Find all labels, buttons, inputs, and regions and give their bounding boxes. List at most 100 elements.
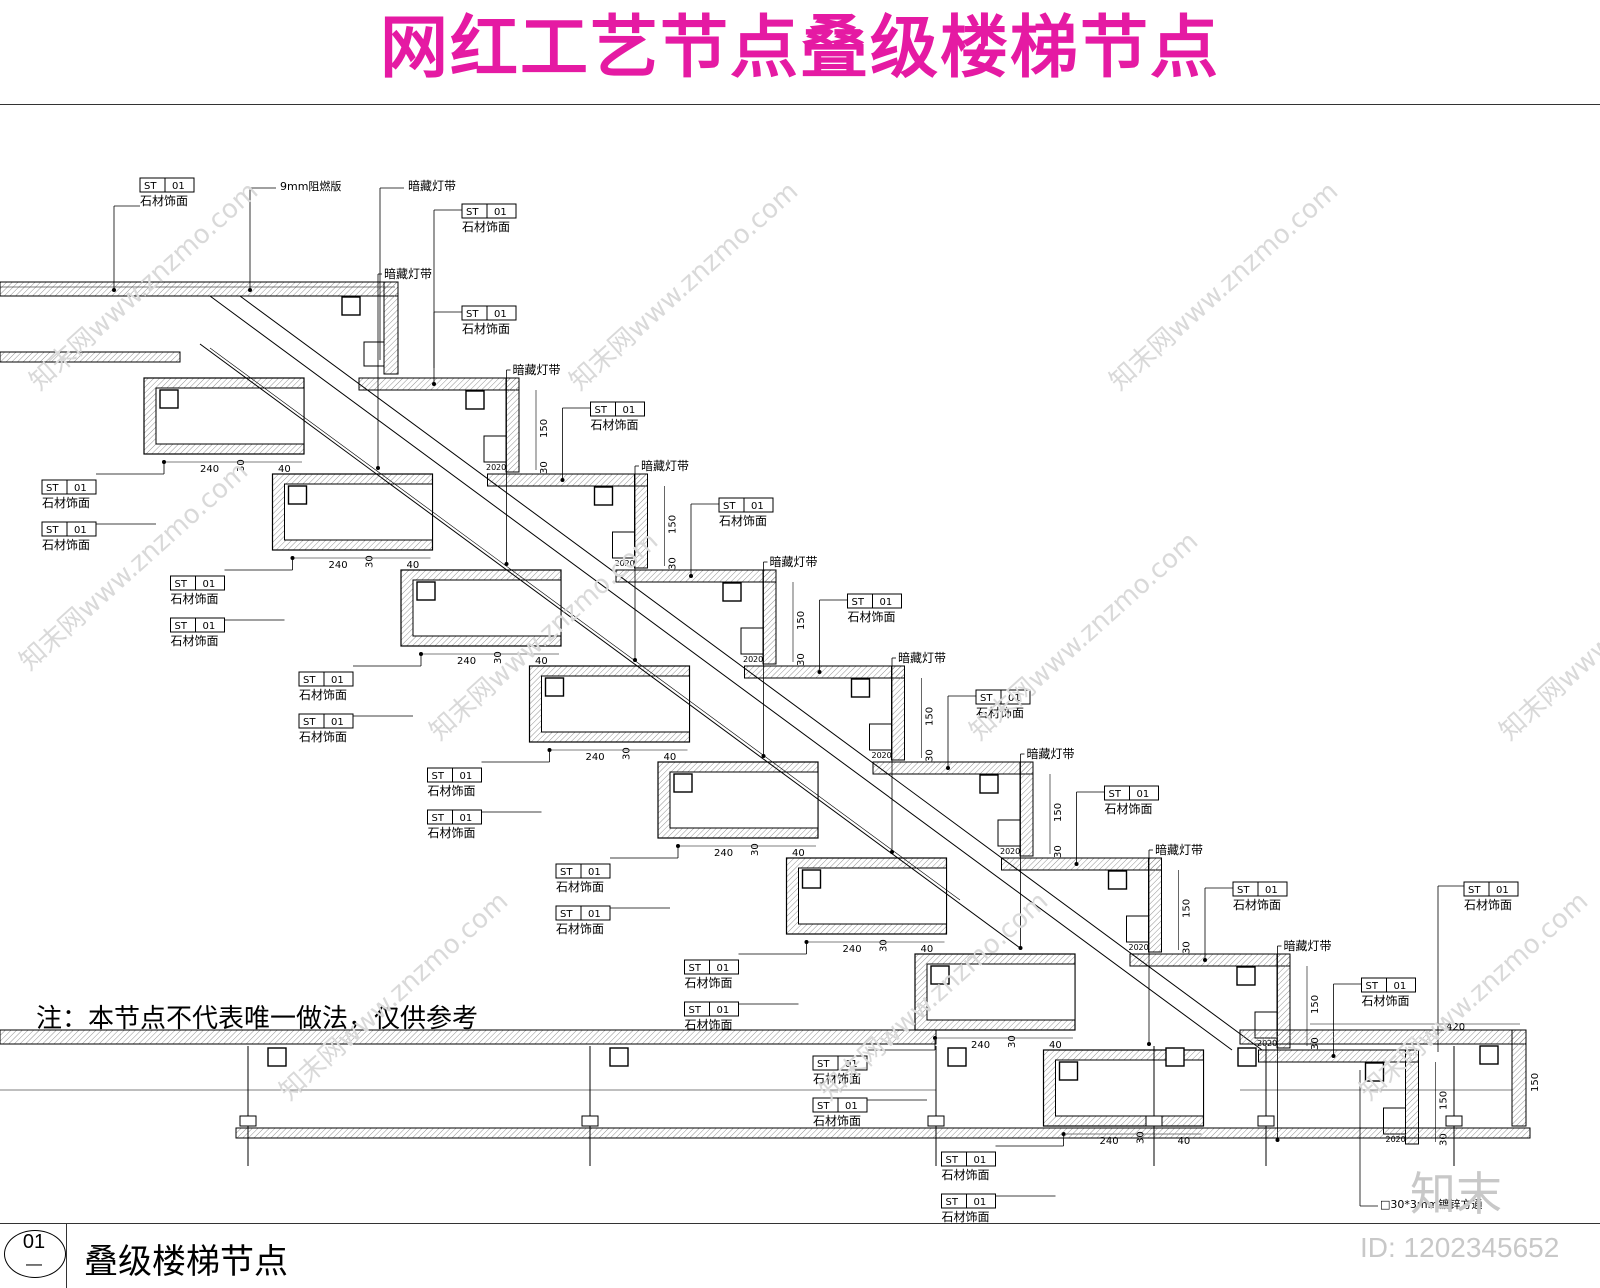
- tread-void: [412, 579, 562, 637]
- tread-top-face: [1001, 857, 1162, 871]
- dim-30: 30: [796, 653, 807, 666]
- stringer-edge: [239, 295, 1263, 1051]
- finish-label: 石材饰面: [428, 784, 476, 798]
- st-tag-box: [427, 767, 482, 783]
- dim-20: 20: [882, 751, 892, 760]
- dim-30: 30: [236, 459, 247, 472]
- dim-40: 40: [664, 752, 677, 763]
- st-tag-number: 01: [845, 1059, 858, 1070]
- st-tag-code: ST: [46, 525, 59, 536]
- dim-150: 150: [925, 707, 936, 726]
- leader-dot: [817, 670, 822, 674]
- stringer-edge: [199, 343, 1021, 949]
- st-tag-code: ST: [560, 909, 573, 920]
- floor-slab: [0, 1029, 937, 1045]
- riser: [1276, 953, 1291, 1049]
- drawing-number: 01: [22, 1231, 46, 1253]
- st-tag-number: 01: [717, 963, 730, 974]
- dim-30: 30: [1439, 1133, 1450, 1146]
- dim-150: 150: [539, 419, 550, 438]
- st-tag-number: 01: [1394, 981, 1407, 992]
- led-slot: [997, 819, 1021, 847]
- dim-150: 150: [1053, 803, 1064, 822]
- finish-label: 石材饰面: [813, 1114, 861, 1128]
- bolt-bracket: [581, 1115, 599, 1127]
- steel-tube-section: [722, 582, 742, 602]
- steel-tube-section: [465, 390, 485, 410]
- dim-30: 30: [493, 651, 504, 664]
- finish-label: 石材饰面: [1464, 898, 1512, 912]
- dim-30: 30: [1136, 1131, 1147, 1144]
- st-tag-box: [170, 575, 225, 591]
- finish-label: 石材饰面: [140, 194, 188, 208]
- riser: [891, 665, 905, 761]
- dim-240: 240: [457, 656, 476, 667]
- dim-30: 30: [1053, 845, 1064, 858]
- finish-label: 石材饰面: [42, 538, 90, 552]
- steel-tube-section: [801, 869, 822, 889]
- leader-dot: [946, 766, 950, 770]
- led-strip-label: 暗藏灯带: [1155, 842, 1203, 857]
- led-strip-label: 暗藏灯带: [384, 266, 432, 281]
- steel-tube-section: [287, 485, 308, 505]
- st-tag-box: [975, 689, 1031, 705]
- steel-tube-section: [159, 389, 179, 409]
- st-tag-box: [555, 863, 611, 879]
- led-strip-label: 暗藏灯带: [1284, 938, 1332, 953]
- st-tag-number: 01: [203, 579, 216, 590]
- st-tag-code: ST: [817, 1101, 830, 1112]
- leader-dot: [1018, 946, 1023, 950]
- led-slot: [1126, 915, 1149, 943]
- steel-tube-section: [930, 965, 950, 985]
- leader-dot: [804, 940, 809, 944]
- st-tag-number: 01: [845, 1101, 858, 1112]
- leader-dot: [112, 288, 116, 292]
- dim-240: 240: [714, 848, 733, 859]
- finish-label: 石材饰面: [1105, 802, 1153, 816]
- st-tag-number: 01: [74, 483, 87, 494]
- tread-top-face: [615, 569, 777, 583]
- st-tag-code: ST: [303, 717, 316, 728]
- tread-void: [541, 675, 690, 733]
- leader-dot: [248, 288, 252, 292]
- steel-tube-section: [1237, 1047, 1257, 1067]
- dim-20: 20: [615, 559, 625, 568]
- led-strip-label: 暗藏灯带: [408, 178, 456, 193]
- finish-label: 石材饰面: [813, 1072, 861, 1086]
- st-tag-number: 01: [74, 525, 87, 536]
- dim-240: 240: [200, 464, 219, 475]
- st-tag-box: [1463, 881, 1519, 897]
- leader-dot: [432, 382, 436, 386]
- led-slot: [612, 531, 635, 559]
- st-tag-code: ST: [946, 1197, 959, 1208]
- tread-void: [926, 963, 1076, 1021]
- st-tag-box: [170, 617, 225, 633]
- st-tag-code: ST: [1237, 885, 1250, 896]
- st-tag-number: 01: [1137, 789, 1150, 800]
- title-divider: [0, 104, 1600, 105]
- leader-dot: [504, 562, 509, 566]
- st-tag-box: [812, 1097, 868, 1113]
- dim-30: 30: [539, 461, 550, 474]
- dim-150: 150: [668, 515, 679, 534]
- st-tag-number: 01: [588, 909, 601, 920]
- led-strip-label: 暗藏灯带: [1027, 746, 1075, 761]
- st-tag-code: ST: [175, 621, 188, 632]
- st-tag-number: 01: [331, 675, 344, 686]
- led-strip-label: 暗藏灯带: [770, 554, 818, 569]
- dim-40: 40: [1049, 1040, 1062, 1051]
- drawing-scale-dash: —: [26, 1256, 42, 1273]
- st-tag-box: [1232, 881, 1288, 897]
- leader-dot: [376, 466, 380, 470]
- finish-label: 石材饰面: [848, 610, 896, 624]
- st-tag-code: ST: [817, 1059, 830, 1070]
- st-tag-code: ST: [1366, 981, 1379, 992]
- dim-150: 150: [1182, 899, 1193, 918]
- steel-tube-section: [593, 486, 614, 506]
- leader-dot: [419, 652, 423, 656]
- steel-tube-section: [341, 296, 361, 316]
- dim-20: 20: [1129, 943, 1139, 952]
- st-tag-code: ST: [689, 963, 702, 974]
- top-riser: [383, 281, 399, 375]
